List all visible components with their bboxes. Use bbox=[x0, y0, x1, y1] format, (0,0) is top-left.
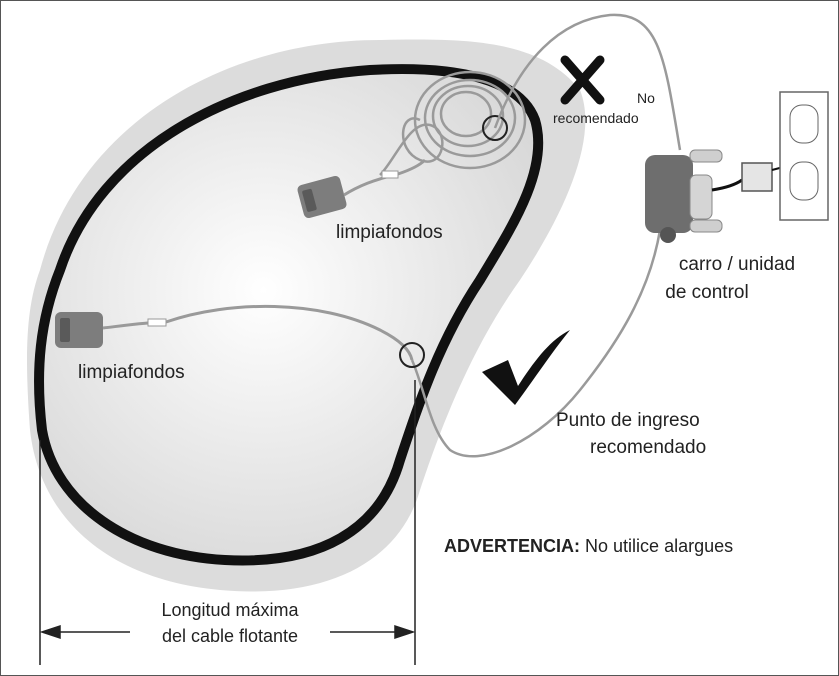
cable-not-recommended bbox=[493, 13, 682, 151]
pool-outline bbox=[34, 64, 544, 566]
label-cart-2: de control bbox=[665, 282, 749, 303]
label-length-1: Longitud máxima bbox=[161, 600, 299, 620]
label-cleaner-top: limpiafondos bbox=[336, 222, 443, 243]
x-mark-icon bbox=[560, 55, 605, 105]
entry-point-circle bbox=[399, 342, 425, 368]
label-entry-2: recomendado bbox=[590, 437, 707, 458]
length-dimension bbox=[39, 380, 416, 665]
cable-recommended bbox=[410, 229, 662, 458]
warning-title: ADVERTENCIA: bbox=[444, 536, 581, 556]
pool-cleaner-top bbox=[297, 158, 427, 218]
label-not-recommended-2: recomendado bbox=[553, 110, 639, 126]
warning-message: ADVERTENCIA: No utilice alargues bbox=[444, 536, 733, 557]
warning-text: No utilice alargues bbox=[585, 536, 734, 556]
check-mark-icon bbox=[482, 330, 570, 405]
label-length-2: del cable flotante bbox=[161, 626, 299, 646]
coiled-cable bbox=[379, 70, 527, 176]
label-cleaner-left: limpiafondos bbox=[78, 362, 185, 383]
label-cart-1: carro / unidad bbox=[678, 254, 796, 275]
label-not-recommended-1: No bbox=[637, 90, 655, 106]
label-entry-1: Punto de ingreso bbox=[556, 410, 700, 431]
control-unit-cart bbox=[645, 149, 723, 243]
wall-outlet-icon bbox=[779, 91, 829, 221]
